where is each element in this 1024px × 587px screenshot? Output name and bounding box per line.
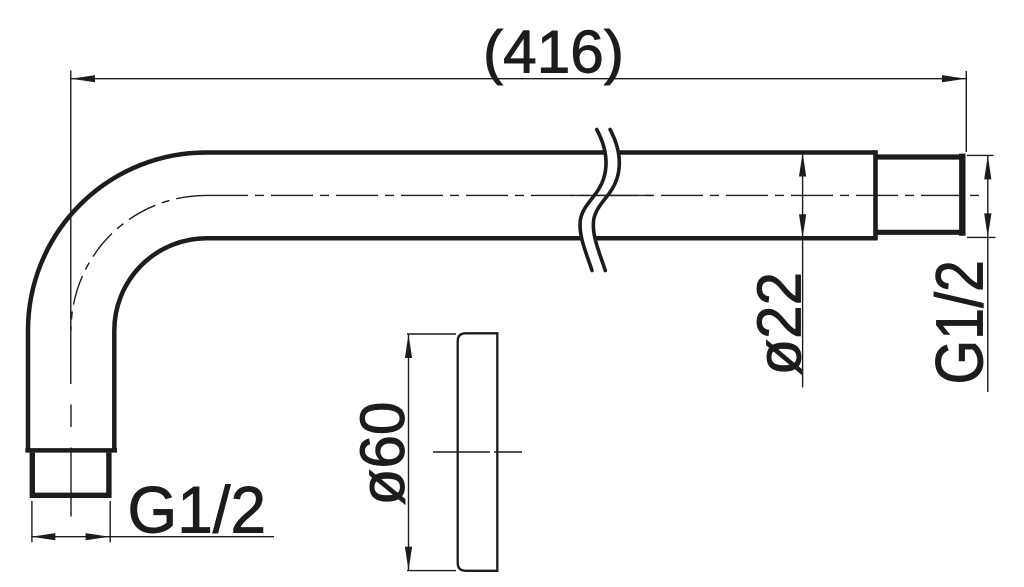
svg-text:ø22: ø22 [746, 272, 815, 376]
svg-text:(416): (416) [483, 19, 624, 86]
svg-text:ø60: ø60 [348, 402, 418, 506]
svg-text:G1/2: G1/2 [128, 472, 267, 546]
svg-text:G1/2: G1/2 [923, 260, 998, 385]
